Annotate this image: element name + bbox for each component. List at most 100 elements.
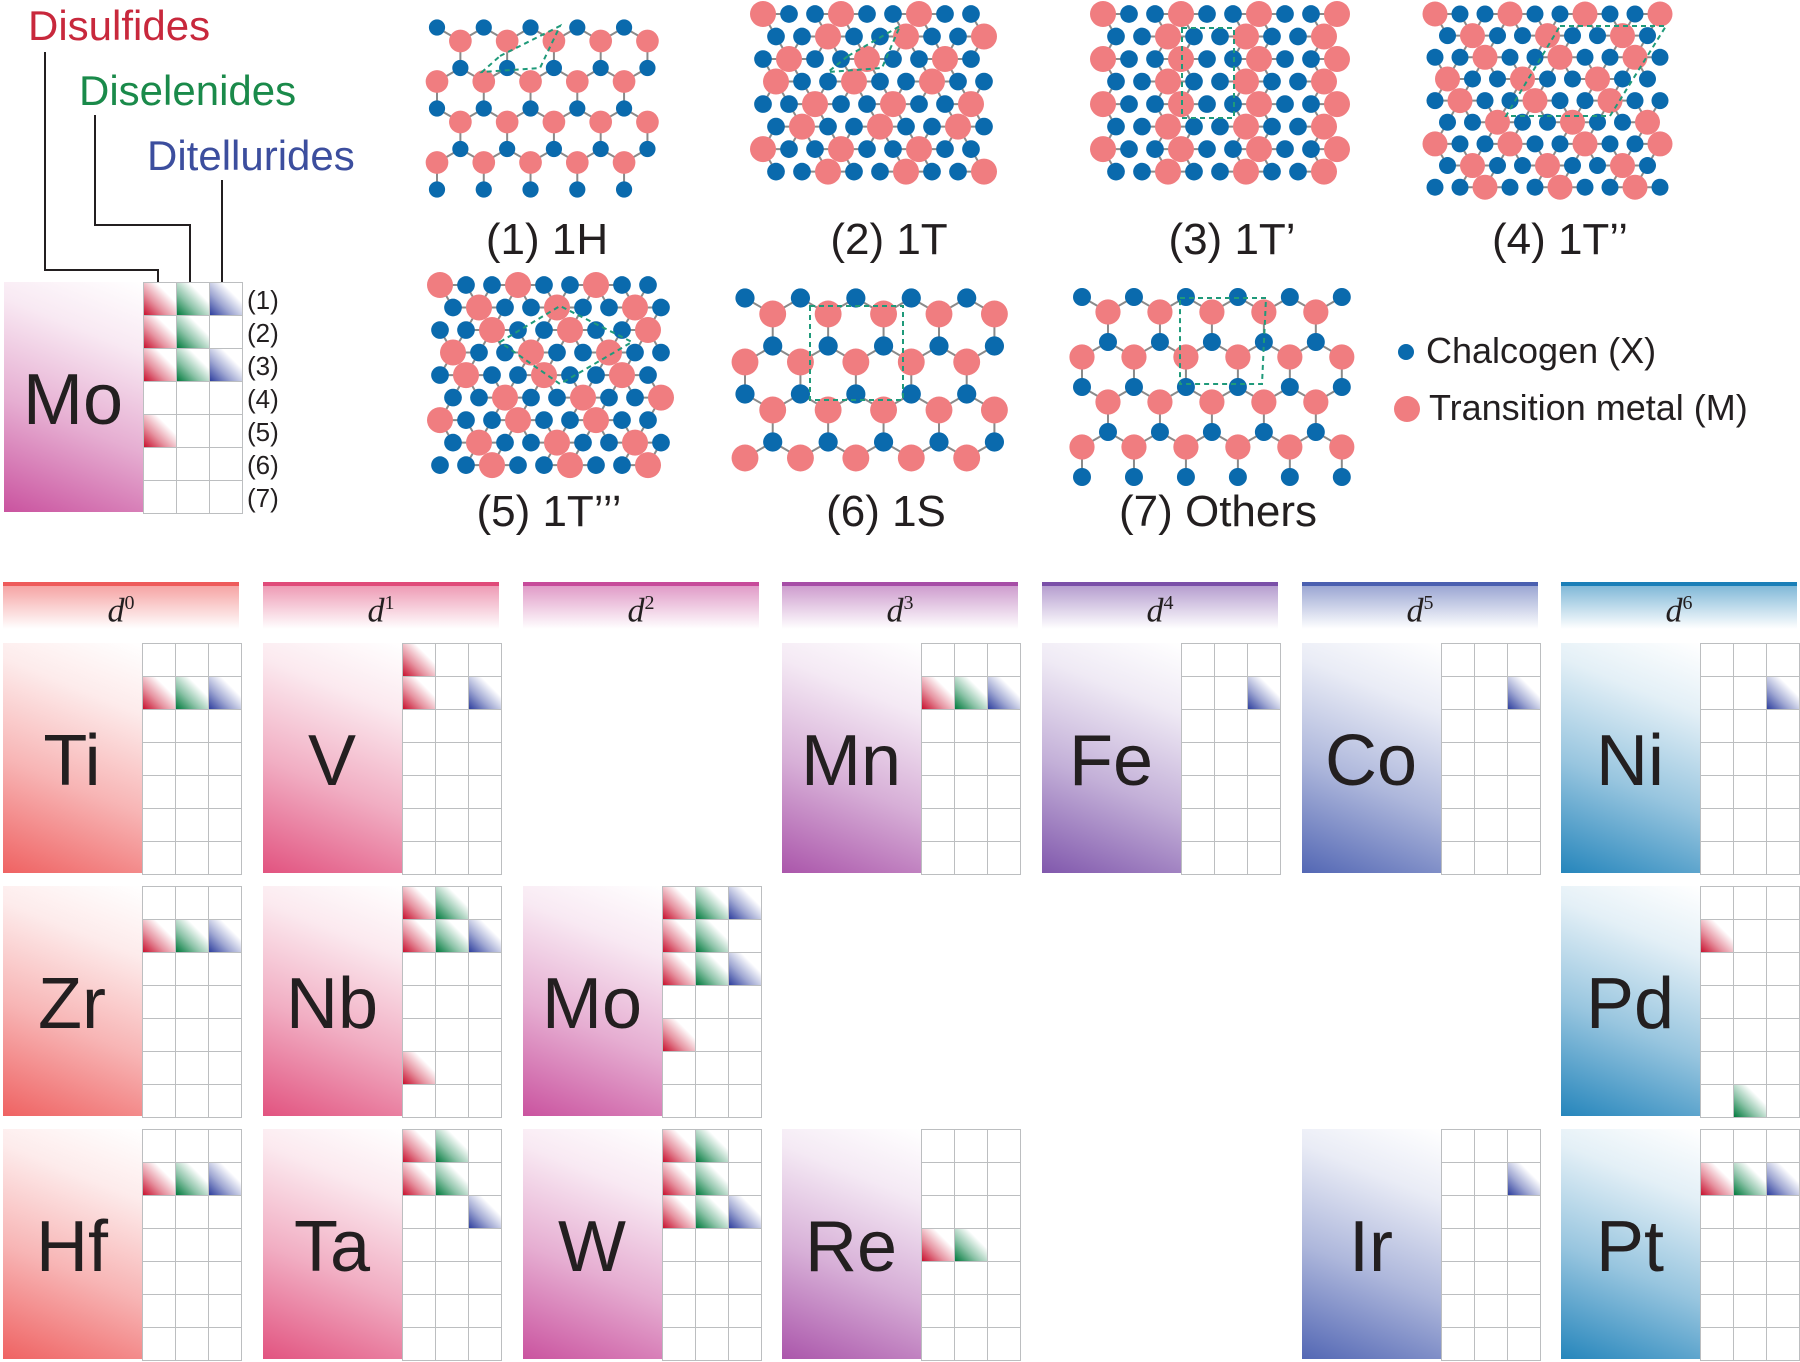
- metal-atom: [828, 1, 854, 27]
- structure-label-2: (2) 1T: [830, 215, 948, 264]
- chalcogen-atom: [574, 298, 592, 317]
- grid-cell: [176, 447, 210, 481]
- chalcogen-atom: [592, 59, 609, 77]
- chalcogen-atom: [600, 433, 618, 452]
- metal-atom: [635, 452, 661, 479]
- chalcogen-atom: [1263, 117, 1281, 136]
- metal-atom: [519, 70, 542, 93]
- filled-cell-se: [695, 1129, 729, 1163]
- d-group-header: d2: [523, 582, 759, 629]
- metal-atom: [589, 110, 613, 134]
- chalcogen-atom: [845, 162, 863, 181]
- chalcogen-atom: [1601, 178, 1619, 196]
- grid-cell: [1474, 1195, 1508, 1229]
- metal-atom: [1155, 23, 1181, 50]
- element-card-w: W: [523, 1129, 762, 1361]
- chalcogen-atom: [1198, 50, 1216, 68]
- grid-cell: [1474, 742, 1508, 776]
- filled-cell-s: [402, 676, 436, 710]
- metal-atom: [612, 151, 636, 174]
- chalcogen-atom: [1526, 5, 1544, 23]
- chalcogen-atom: [639, 276, 657, 294]
- chalcogen-atom: [1107, 162, 1125, 181]
- metal-atom: [466, 294, 492, 321]
- lattice-1t-prime: [1090, 1, 1350, 185]
- grid-cell: [921, 841, 955, 875]
- metal-atom: [1069, 344, 1095, 370]
- grid-cell: [954, 643, 988, 677]
- grid-cell: [1441, 742, 1475, 776]
- metal-atom: [479, 452, 505, 479]
- grid-cell: [1700, 676, 1734, 710]
- grid-cell: [175, 775, 209, 809]
- filled-cell-s: [143, 282, 177, 316]
- grid-cell: [208, 841, 242, 875]
- filled-cell-s: [142, 919, 176, 953]
- grid-cell: [175, 952, 209, 986]
- grid-cell: [1247, 742, 1281, 776]
- metal-atom: [1324, 1, 1350, 27]
- grid-cell: [1474, 1129, 1508, 1163]
- chalcogen-atom: [1124, 288, 1143, 306]
- grid-cell: [402, 709, 436, 743]
- metal-atom: [1622, 174, 1648, 200]
- grid-cell: [921, 1195, 955, 1229]
- lattice-1t-double-prime: [1422, 1, 1673, 200]
- chalcogen-atom: [569, 181, 586, 198]
- metal-atom: [1090, 1, 1116, 27]
- chalcogen-atom: [1639, 157, 1656, 175]
- metal-atom: [1329, 344, 1355, 370]
- element-swatch: Pt: [1561, 1129, 1700, 1359]
- metal-atom: [425, 151, 449, 174]
- grid-cell: [175, 1018, 209, 1052]
- grid-cell: [208, 1327, 242, 1361]
- filled-cell-se: [695, 1162, 729, 1196]
- chalcogen-atom: [1589, 157, 1606, 175]
- grid-cell: [954, 742, 988, 776]
- grid-cell: [1214, 709, 1248, 743]
- grid-cell: [1700, 1129, 1734, 1163]
- chalcogen-atom: [475, 181, 492, 198]
- grid-cell: [1441, 1228, 1475, 1262]
- element-symbol: Pd: [1585, 964, 1675, 1044]
- grid-cell: [1474, 775, 1508, 809]
- grid-cell: [435, 742, 469, 776]
- metal-atom: [880, 91, 906, 118]
- element-symbol: Co: [1324, 721, 1418, 801]
- grid-cell: [1181, 643, 1215, 677]
- grid-cell: [468, 1084, 502, 1118]
- grid-cell: [1700, 1261, 1734, 1295]
- grid-cell: [1214, 643, 1248, 677]
- grid-cell: [1700, 643, 1734, 677]
- d-group-label: d2: [523, 592, 759, 630]
- grid-cell: [1247, 841, 1281, 875]
- grid-cell: [435, 1195, 469, 1229]
- filled-cell-s: [143, 315, 177, 349]
- chalcogen-atom: [1564, 157, 1581, 175]
- chalcogen-atom: [962, 5, 980, 23]
- metal-atom: [1585, 66, 1610, 92]
- chalcogen-atom: [1176, 468, 1195, 486]
- filled-cell-se: [175, 676, 209, 710]
- chalcogen-atom: [975, 117, 993, 136]
- grid-cell: [1507, 808, 1541, 842]
- metal-atom: [1225, 434, 1251, 460]
- metal-atom: [589, 29, 613, 53]
- grid-cell: [435, 643, 469, 677]
- grid-cell: [987, 841, 1021, 875]
- chalcogen-atom: [639, 140, 656, 158]
- element-symbol: Mn: [800, 721, 902, 801]
- chalcogen-atom: [444, 298, 462, 317]
- grid-cell: [728, 1261, 762, 1295]
- grid-cell: [402, 1261, 436, 1295]
- chalcogen-atom: [1107, 117, 1125, 136]
- chalcogen-atom: [470, 388, 488, 407]
- chalcogen-atom: [483, 366, 501, 384]
- chalcogen-atom: [444, 388, 462, 407]
- chalcogen-atom: [652, 298, 670, 317]
- chalcogen-atom: [975, 72, 993, 91]
- filled-cell-s: [1700, 919, 1734, 953]
- grid-cell: [728, 1327, 762, 1361]
- grid-cell: [1733, 1195, 1767, 1229]
- grid-cell: [175, 1051, 209, 1085]
